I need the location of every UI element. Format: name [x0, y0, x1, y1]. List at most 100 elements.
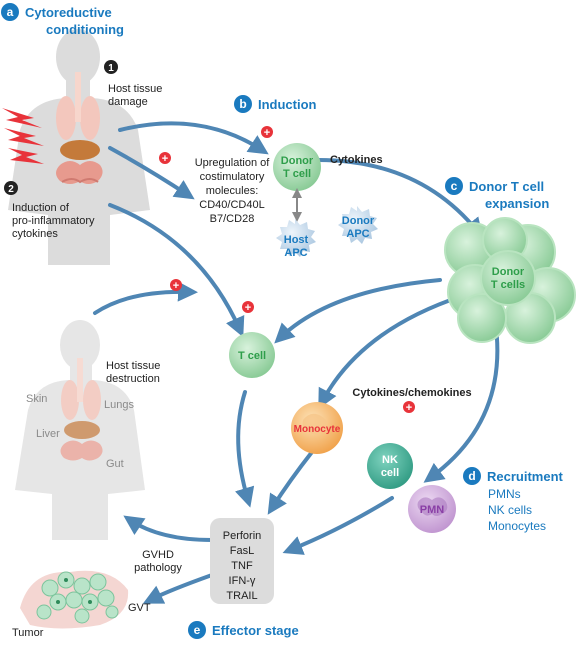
svg-text:molecules:: molecules: [206, 185, 259, 197]
step-2: 2 Induction of pro-inflammatory cytokine… [4, 181, 95, 240]
arrow-effector-to-host [123, 515, 214, 542]
svg-text:destruction: destruction [106, 373, 160, 385]
arrow-expansion-to-monocyte [318, 294, 464, 410]
svg-text:+: + [245, 302, 251, 314]
section-e-header: e Effector stage [188, 621, 299, 639]
radiation-icon [2, 108, 44, 164]
effector-molecule: TNF [231, 560, 253, 572]
organ-lungs-label: Lungs [104, 399, 134, 411]
donor-t-cell: Donor T cell [273, 143, 321, 191]
pmn-cell: PMN [408, 485, 456, 533]
plus-icon: + [261, 126, 273, 139]
section-c-title-line1: Donor T cell [469, 179, 544, 194]
svg-text:T cell: T cell [238, 350, 266, 362]
section-a-letter: a [7, 5, 14, 19]
plus-icon: + [170, 279, 182, 292]
organ-skin-label: Skin [26, 393, 47, 405]
upregulation-text: Upregulation of costimulatory molecules:… [195, 157, 271, 225]
svg-text:+: + [173, 280, 179, 292]
arrow-monocyte-to-effector [267, 450, 314, 515]
svg-text:NK: NK [382, 454, 398, 466]
plus-signs: + + + + + [159, 126, 415, 414]
arrow-to-expansion [316, 158, 484, 239]
organ-gut-label: Gut [106, 458, 124, 470]
host-silhouette-top [8, 29, 150, 265]
section-b-title: Induction [258, 97, 317, 112]
arrow-host-to-t-cell [93, 281, 198, 315]
step-1-line1: Host tissue [108, 83, 162, 95]
svg-text:Monocyte: Monocyte [294, 424, 341, 435]
cytokines-chemokines-label: Cytokines/chemokines [352, 387, 471, 399]
nk-cell: NK cell [367, 443, 413, 489]
svg-text:+: + [406, 402, 412, 414]
svg-text:GVHD: GVHD [142, 549, 174, 561]
svg-text:APC: APC [284, 247, 307, 259]
gvt-label: GVT [128, 602, 151, 614]
step-1: 1 Host tissue damage [104, 60, 162, 108]
arrow-t-cell-to-effector [234, 390, 255, 508]
effector-molecule: Perforin [223, 530, 262, 542]
arrow-recruitment-to-effector [282, 496, 394, 555]
section-c-letter: c [451, 179, 458, 193]
svg-text:+: + [264, 127, 270, 139]
svg-text:+: + [162, 153, 168, 165]
host-silhouette-bottom [15, 320, 145, 540]
tumor-tissue [20, 570, 129, 629]
svg-text:PMN: PMN [420, 504, 445, 516]
svg-text:CD40/CD40L: CD40/CD40L [199, 199, 264, 211]
arrow-to-donor-t-cell [118, 121, 269, 155]
arrows [93, 121, 500, 604]
arrow-expansion-to-nk [423, 318, 500, 483]
section-c-header: c Donor T cell expansion [445, 177, 549, 211]
step-2-number: 2 [8, 184, 14, 195]
step-1-line2: damage [108, 96, 148, 108]
plus-icon: + [403, 401, 415, 414]
section-e-title: Effector stage [212, 623, 299, 638]
tumor-label: Tumor [12, 627, 44, 639]
effector-molecules-box: Perforin FasL TNF IFN-γ TRAIL [210, 518, 274, 604]
section-d-letter: d [468, 469, 475, 483]
donor-apc: Donor APC [338, 206, 378, 244]
section-b-header: b Induction [234, 95, 317, 113]
section-a-title-line1: Cytoreductive [25, 5, 112, 20]
svg-text:Host tissue: Host tissue [106, 360, 160, 372]
section-c-title-line2: expansion [485, 196, 549, 211]
effector-molecule: IFN-γ [229, 575, 256, 587]
effector-molecule: FasL [230, 545, 254, 557]
section-d-header: d Recruitment PMNs NK cells Monocytes [463, 467, 564, 533]
section-b-letter: b [239, 97, 246, 111]
t-cell: T cell [229, 332, 275, 378]
effector-molecule: TRAIL [226, 590, 257, 602]
arrow-effector-to-tumor [142, 573, 214, 604]
step-2-line3: cytokines [12, 228, 58, 240]
section-a-header: a Cytoreductive conditioning [1, 3, 124, 37]
plus-icon: + [159, 152, 171, 165]
arrow-cytokines-to-t-cell [108, 203, 245, 338]
arrow-to-upregulation [108, 146, 195, 200]
recruitment-item: NK cells [488, 503, 532, 517]
recruitment-item: Monocytes [488, 519, 546, 533]
svg-text:Host: Host [284, 234, 309, 246]
svg-text:Donor: Donor [281, 155, 314, 167]
arrow-expansion-to-t-cell [274, 278, 442, 344]
svg-text:Donor: Donor [342, 215, 375, 227]
host-apc: Host APC [276, 219, 316, 259]
donor-t-cell-cluster: Donor T cells [444, 217, 576, 344]
recruitment-item: PMNs [488, 487, 521, 501]
step-2-line1: Induction of [12, 202, 70, 214]
svg-text:B7/CD28: B7/CD28 [210, 213, 255, 225]
cytokines-label: Cytokines [330, 154, 383, 166]
svg-text:pathology: pathology [134, 562, 182, 574]
section-d-title: Recruitment [487, 469, 564, 484]
section-e-letter: e [194, 623, 201, 637]
svg-text:T cell: T cell [283, 168, 311, 180]
svg-text:Donor: Donor [492, 266, 525, 278]
section-a-title-line2: conditioning [46, 22, 124, 37]
host-tissue-destruction-label: Host tissue destruction [106, 360, 160, 385]
step-1-number: 1 [108, 63, 114, 74]
svg-text:cell: cell [381, 467, 399, 479]
svg-text:costimulatory: costimulatory [200, 171, 265, 183]
step-2-line2: pro-inflammatory [12, 215, 95, 227]
